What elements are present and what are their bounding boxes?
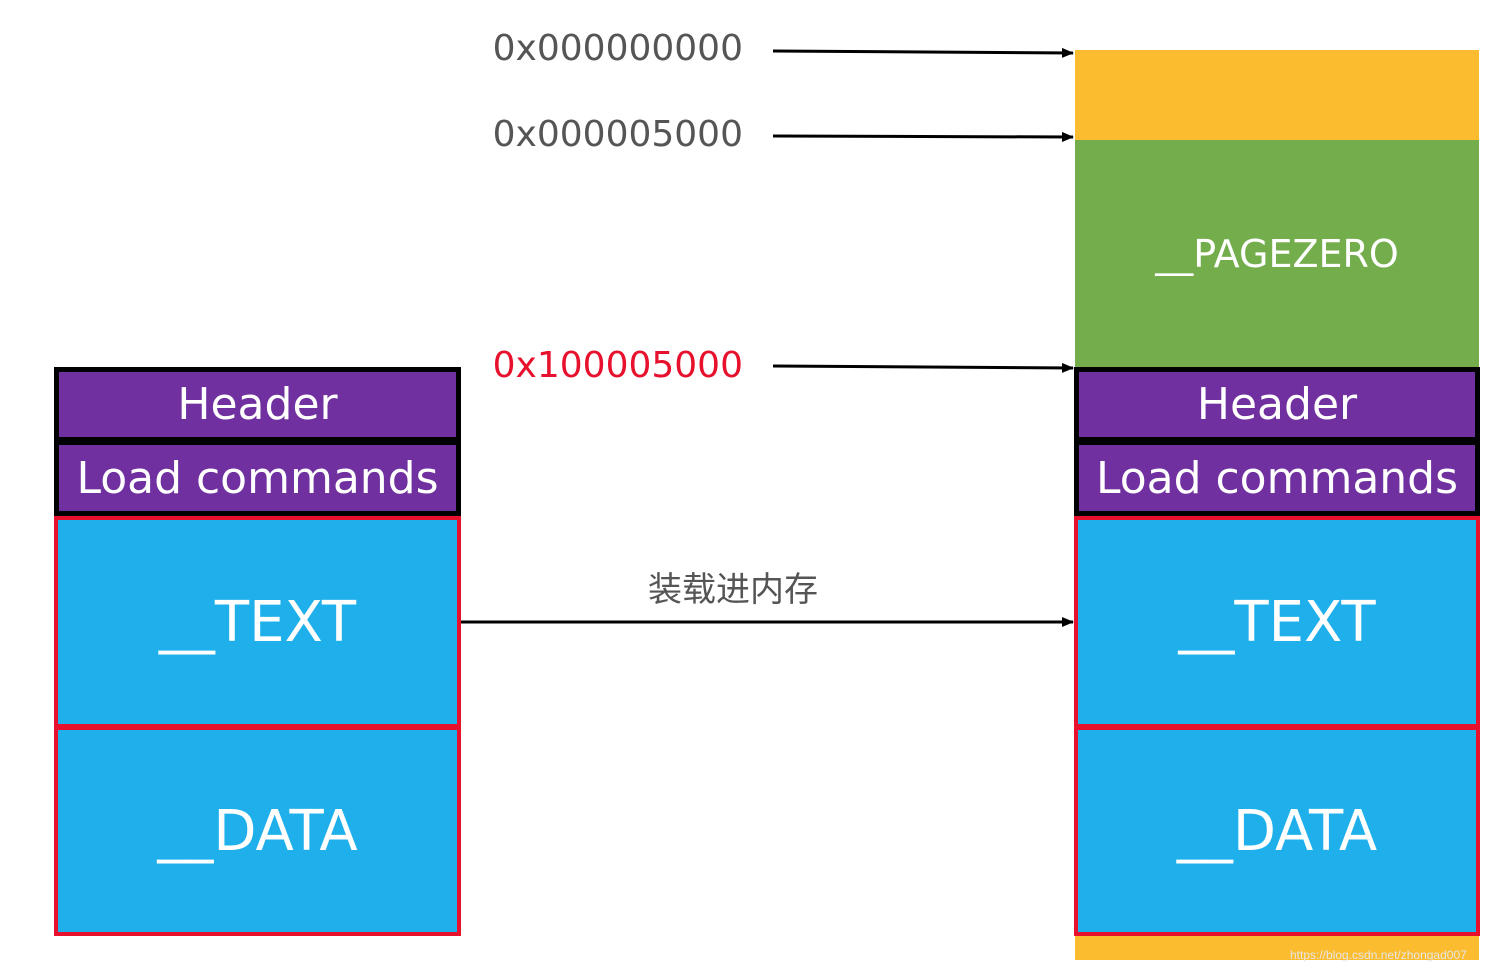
memory-pagezero: __PAGEZERO (1075, 140, 1479, 368)
arrow-addr-1 (772, 131, 1074, 142)
address-label-0: 0x000000000 (492, 28, 743, 69)
memory-load-commands: Load commands (1074, 440, 1480, 516)
load-arrow-label: 装载进内存 (648, 570, 818, 610)
memory-gap-bottom (1075, 936, 1479, 960)
address-label-1: 0x000005000 (492, 114, 743, 155)
memory-data-segment: __DATA (1074, 726, 1480, 936)
file-load-commands: Load commands (54, 440, 461, 516)
file-text-segment: __TEXT (54, 516, 461, 728)
address-label-2: 0x100005000 (492, 345, 743, 386)
file-data-segment: __DATA (54, 726, 461, 936)
memory-header: Header (1074, 367, 1480, 442)
file-header: Header (54, 367, 461, 442)
memory-gap-top (1075, 50, 1479, 140)
memory-text-segment: __TEXT (1074, 516, 1480, 728)
arrow-addr-2 (772, 362, 1074, 373)
watermark: https://blog.csdn.net/zhongad007 (1290, 948, 1467, 962)
arrow-addr-0 (772, 47, 1074, 58)
